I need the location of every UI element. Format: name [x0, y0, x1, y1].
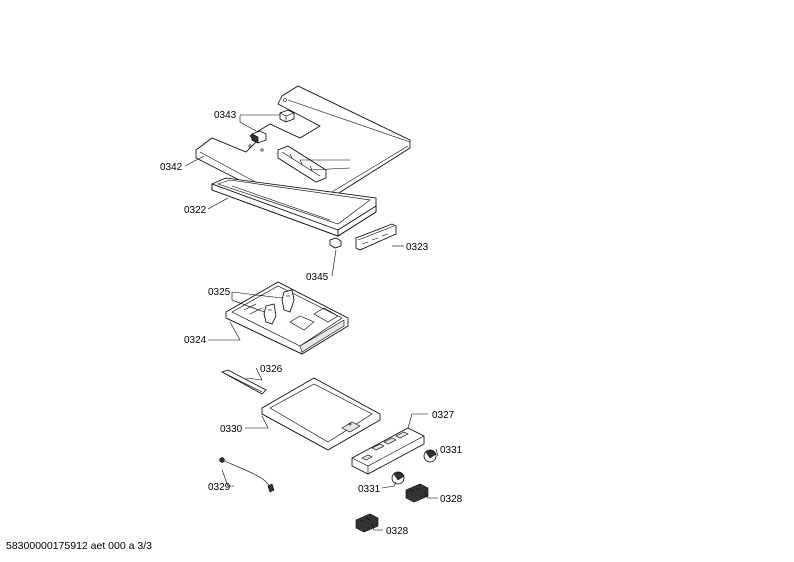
label-0331-b: 0331: [358, 484, 381, 495]
label-0345: 0345: [306, 272, 329, 283]
part-0343-switch: [251, 109, 295, 144]
label-0327: 0327: [432, 410, 455, 421]
part-0330-panel: [261, 377, 381, 451]
document-id-footer: 58300000175912 aet 000 a 3/3: [6, 540, 152, 552]
part-control-strip: [277, 145, 327, 183]
label-0328-b: 0328: [386, 526, 409, 537]
label-0323: 0323: [406, 242, 429, 253]
label-0324: 0324: [184, 335, 207, 346]
part-0327-control-board: [351, 427, 425, 475]
part-0326-rail: [221, 369, 267, 395]
label-0328-a: 0328: [440, 494, 463, 505]
label-0329: 0329: [208, 482, 231, 493]
label-0326: 0326: [260, 364, 283, 375]
part-0328-socket-a: [405, 483, 429, 503]
label-0330: 0330: [220, 424, 243, 435]
part-0322-housing: [211, 177, 377, 237]
label-0322: 0322: [184, 205, 207, 216]
label-0331-a: 0331: [440, 445, 463, 456]
label-0343: 0343: [214, 110, 237, 121]
leader-lines: [184, 114, 439, 531]
part-0325-brackets: [263, 289, 295, 325]
part-0331-knob-a: [423, 449, 437, 463]
part-0324-inner-tray: [225, 281, 349, 355]
label-0325: 0325: [208, 287, 231, 298]
part-0345-clip: [329, 237, 342, 249]
part-0328-socket-b: [355, 513, 379, 533]
label-0342: 0342: [160, 162, 183, 173]
part-0323-connector: [355, 223, 397, 251]
part-0329-cable: [219, 457, 275, 493]
part-0331-knob-b: [391, 471, 405, 485]
